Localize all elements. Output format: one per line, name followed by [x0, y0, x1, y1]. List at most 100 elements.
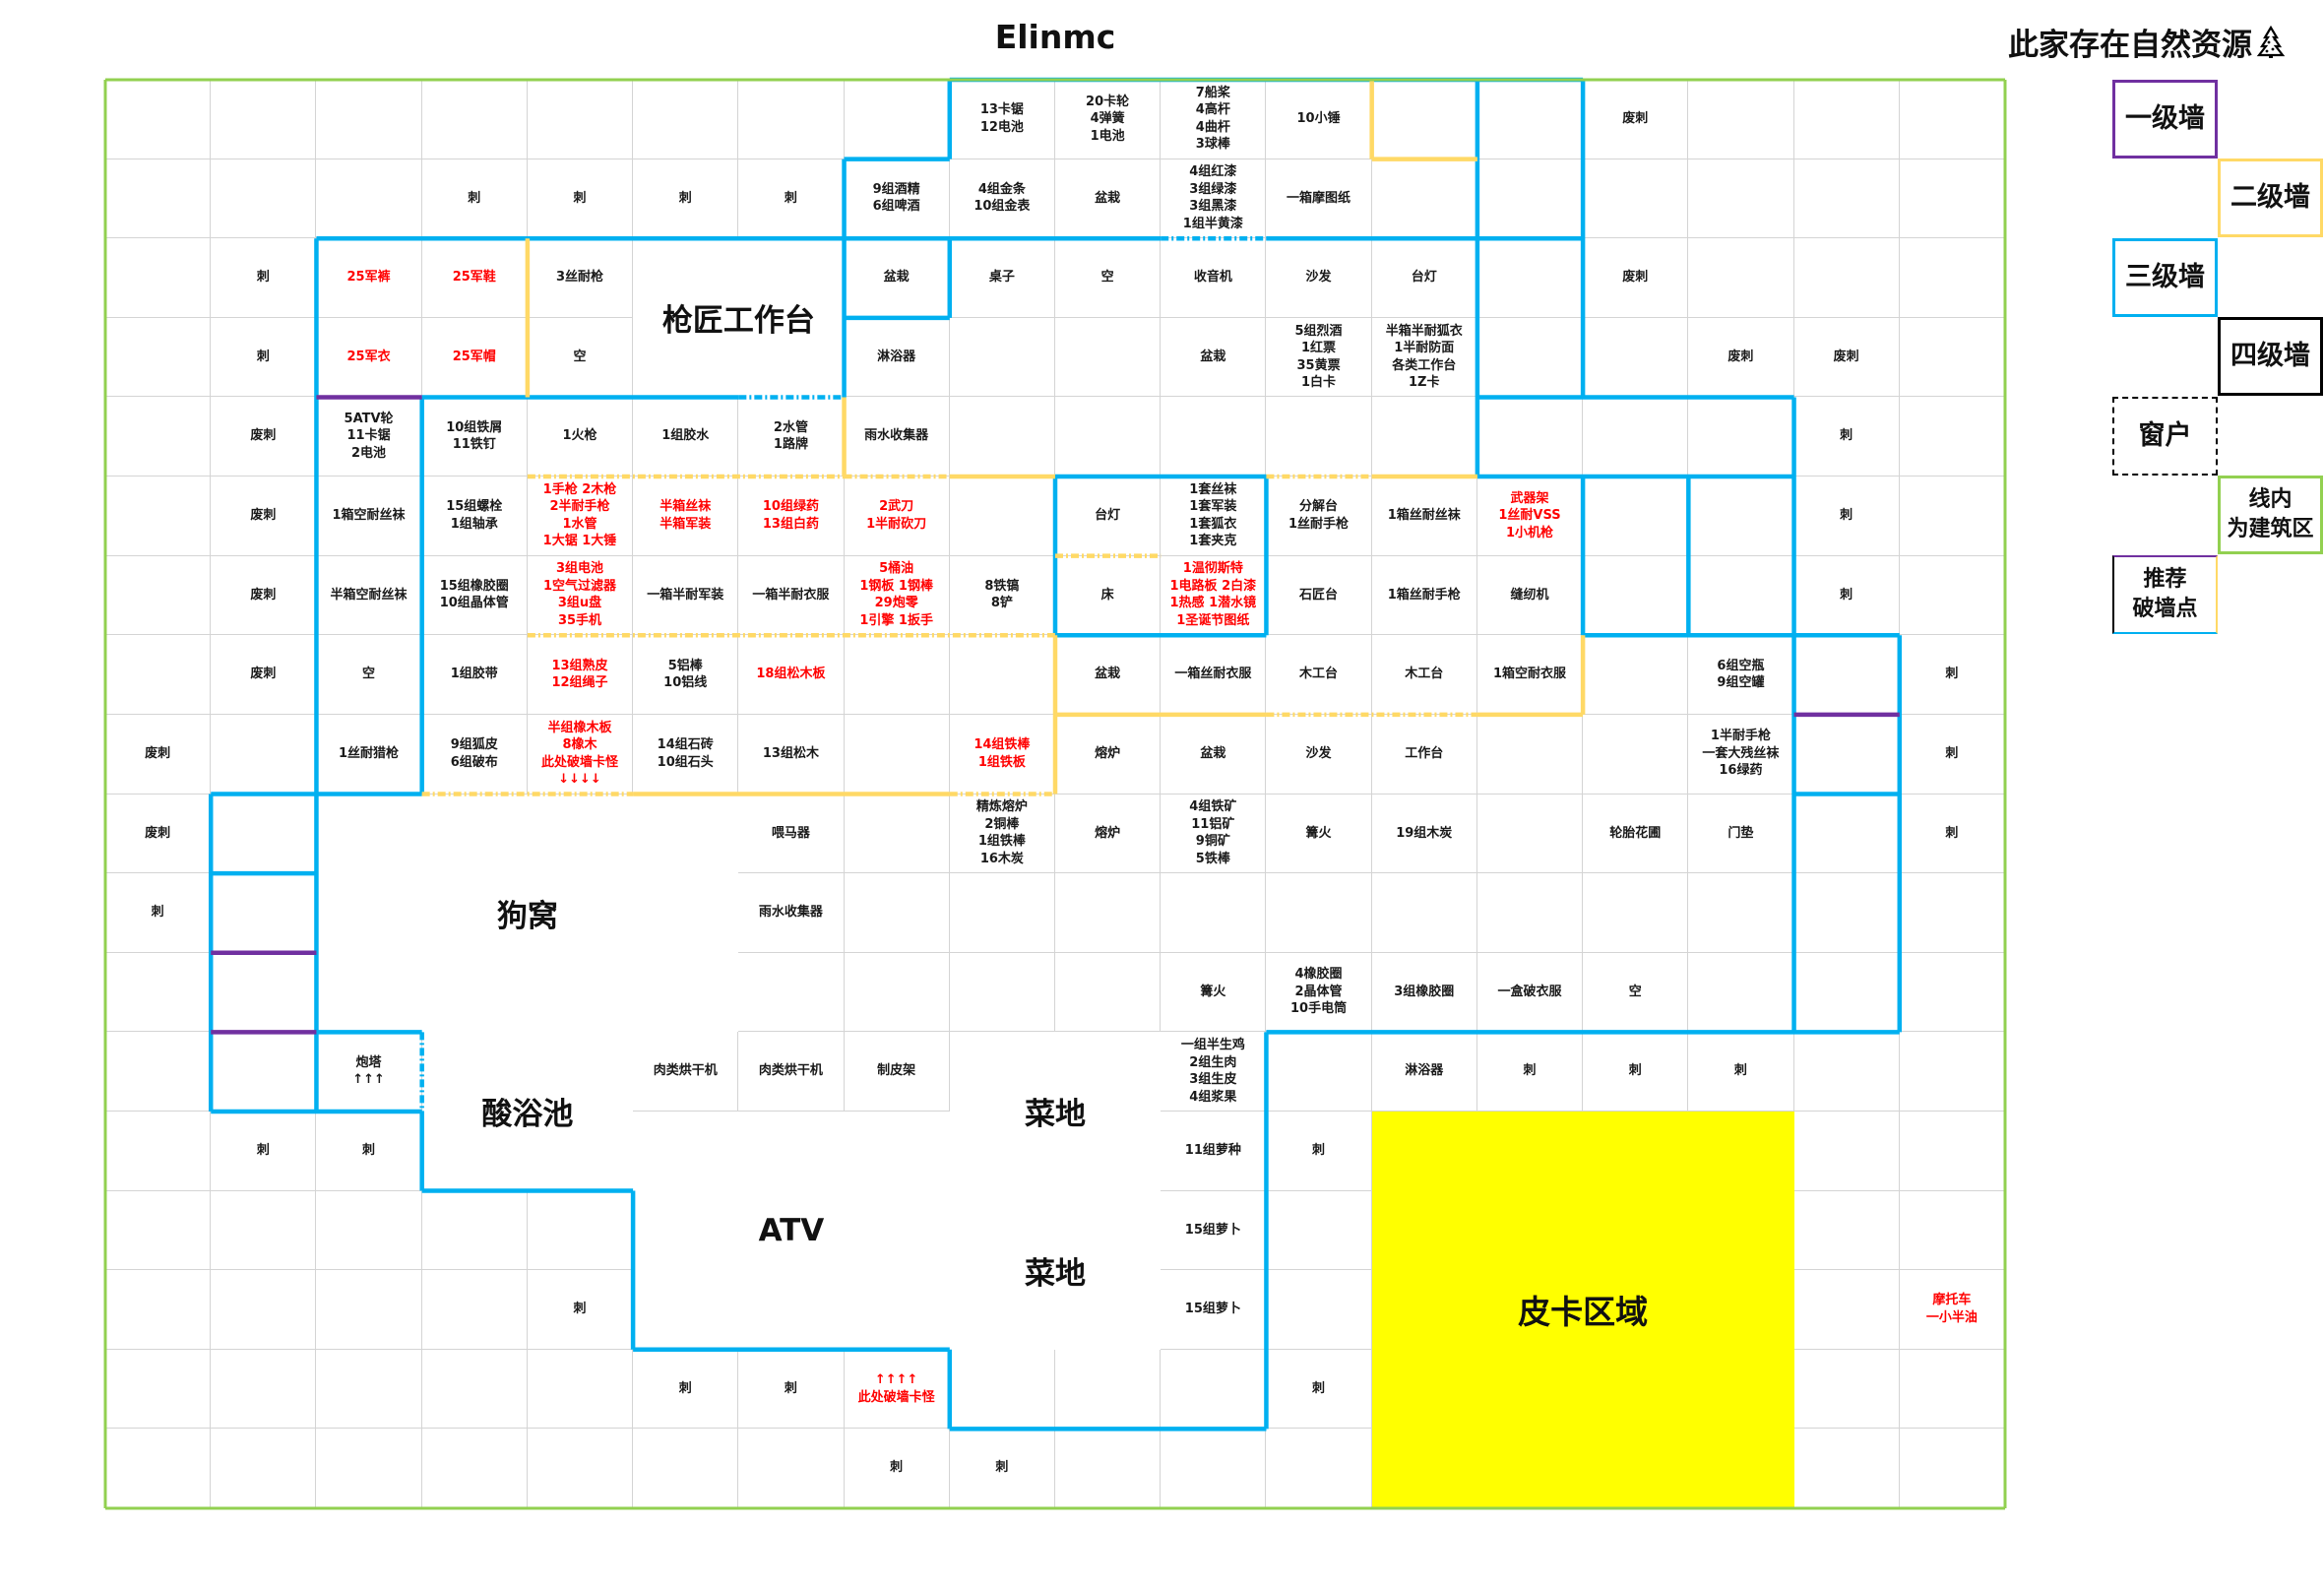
grid-cell: 14组铁棒 1组铁板: [949, 714, 1055, 794]
grid-cell: 废刺: [105, 714, 212, 794]
grid-cell: 一箱半耐军装: [633, 555, 739, 636]
grid-cell: [1688, 477, 1794, 556]
grid-cell: [1266, 873, 1372, 953]
grid-cell: [1161, 1429, 1267, 1508]
zone-farm-1: 菜地: [949, 1032, 1162, 1191]
zone-atv: ATV: [633, 1111, 950, 1350]
grid-cell: 废刺: [1793, 317, 1900, 398]
grid-cell: [211, 80, 317, 159]
grid-cell: 25军帽: [421, 317, 528, 398]
grid-cell: 1套丝袜 1套军装 1套狐衣 1套夹克: [1161, 477, 1267, 556]
grid-cell: 制皮架: [844, 1032, 950, 1112]
grid-cell: 刺: [211, 317, 317, 398]
grid-cell: [1161, 873, 1267, 953]
legend-breach-point: 推荐 破墙点: [2112, 555, 2218, 634]
grid-cell: 5组烈酒 1红票 35黄票 1白卡: [1266, 317, 1372, 398]
grid-cell: 一箱摩图纸: [1266, 159, 1372, 239]
grid-cell: 刺: [949, 1429, 1055, 1508]
grid-cell: 沙发: [1266, 238, 1372, 318]
grid-cell: 篝火: [1266, 794, 1372, 874]
grid-cell: 废刺: [1688, 317, 1794, 398]
grid-cell: [105, 1111, 212, 1191]
grid-cell: 床: [1054, 555, 1162, 636]
grid-cell: 3组橡胶圈: [1371, 952, 1477, 1033]
grid-cell: [211, 1032, 317, 1112]
grid-cell: 13组松木: [738, 714, 845, 794]
grid-cell: 熔炉: [1054, 794, 1162, 874]
grid-cell: [316, 1429, 422, 1508]
grid-cell: 废刺: [211, 635, 317, 715]
grid-cell: 5桶油 1钢板 1钢棒 29炮零 1引擎 1扳手: [844, 555, 950, 636]
grid-cell: [1688, 80, 1794, 159]
grid-cell: [1899, 1190, 2005, 1271]
grid-cell: [633, 80, 739, 159]
grid-cell: 门垫: [1688, 794, 1794, 874]
grid-cell: 木工台: [1266, 635, 1372, 715]
grid-cell: [1899, 1429, 2005, 1508]
grid-cell: [1899, 1349, 2005, 1430]
grid-cell: [844, 952, 950, 1033]
zone-farm-2: 菜地: [949, 1190, 1162, 1350]
grid-cell: [421, 1349, 528, 1430]
grid-cell: [738, 80, 845, 159]
grid-cell: [1054, 317, 1162, 398]
grid-cell: [1793, 80, 1900, 159]
grid-cell: [738, 1429, 845, 1508]
grid-cell: 25军衣: [316, 317, 422, 398]
grid-cell: 台灯: [1371, 238, 1477, 318]
grid-cell: 刺: [1899, 635, 2005, 715]
grid-cell: 刺: [1793, 477, 1900, 556]
grid-cell: [1793, 873, 1900, 953]
zone-dog-kennel: 狗窝: [316, 794, 739, 1033]
grid-cell: [844, 635, 950, 715]
grid-cell: [105, 952, 212, 1033]
grid-cell: [1899, 952, 2005, 1033]
grid-cell: [1793, 159, 1900, 239]
grid-cell: 刺: [1688, 1032, 1794, 1112]
grid-cell: 11组萝种: [1161, 1111, 1267, 1191]
grid-cell: [105, 555, 212, 636]
grid-cell: 10组绿药 13组白药: [738, 477, 845, 556]
grid-cell: 台灯: [1054, 477, 1162, 556]
grid-cell: [316, 1270, 422, 1350]
grid-cell: [1688, 159, 1794, 239]
grid-cell: 一组半生鸡 2组生肉 3组生皮 4组浆果: [1161, 1032, 1267, 1112]
grid-cell: 14组石砖 10组石头: [633, 714, 739, 794]
grid-cell: 刺: [1476, 1032, 1584, 1112]
grid-cell: 刺: [316, 1111, 422, 1191]
grid-cell: [949, 397, 1055, 477]
grid-cell: 武器架 1丝耐VSS 1小机枪: [1476, 477, 1584, 556]
grid-cell: [1266, 1270, 1372, 1350]
grid-cell: [1266, 1429, 1372, 1508]
grid-cell: [1583, 159, 1689, 239]
grid-cell: 13组熟皮 12组绳子: [527, 635, 634, 715]
legend-build-area: 线内 为建筑区: [2218, 476, 2323, 554]
grid-cell: 刺: [1266, 1349, 1372, 1430]
grid-cell: [1476, 159, 1584, 239]
grid-cell: [527, 80, 634, 159]
grid-cell: [1793, 1032, 1900, 1112]
grid-cell: [105, 1190, 212, 1271]
grid-cell: [1583, 555, 1689, 636]
grid-cell: 熔炉: [1054, 714, 1162, 794]
grid-cell: [1899, 80, 2005, 159]
grid-cell: [211, 1349, 317, 1430]
grid-cell: 废刺: [211, 555, 317, 636]
grid-cell: 13卡锯 12电池: [949, 80, 1055, 159]
grid-cell: [211, 794, 317, 874]
grid-cell: [1688, 238, 1794, 318]
grid-cell: 1温彻斯特 1电路板 2白漆 1热感 1潜水镜 1圣诞节图纸: [1161, 555, 1267, 636]
grid-cell: [1583, 317, 1689, 398]
grid-cell: [105, 80, 212, 159]
grid-cell: 半组橡木板 8橡木 此处破墙卡怪 ↓↓↓↓: [527, 714, 634, 794]
grid-cell: [105, 159, 212, 239]
grid-cell: 废刺: [211, 397, 317, 477]
grid-cell: [1793, 714, 1900, 794]
grid-cell: [421, 1190, 528, 1271]
grid-cell: 3组电池 1空气过滤器 3组u盘 35手机: [527, 555, 634, 636]
grid-cell: 1组胶水: [633, 397, 739, 477]
grid-cell: 盆栽: [844, 238, 950, 318]
legend-wall-level-4: 四级墙: [2218, 317, 2323, 396]
grid-cell: [1899, 159, 2005, 239]
grid-cell: 喂马器: [738, 794, 845, 874]
